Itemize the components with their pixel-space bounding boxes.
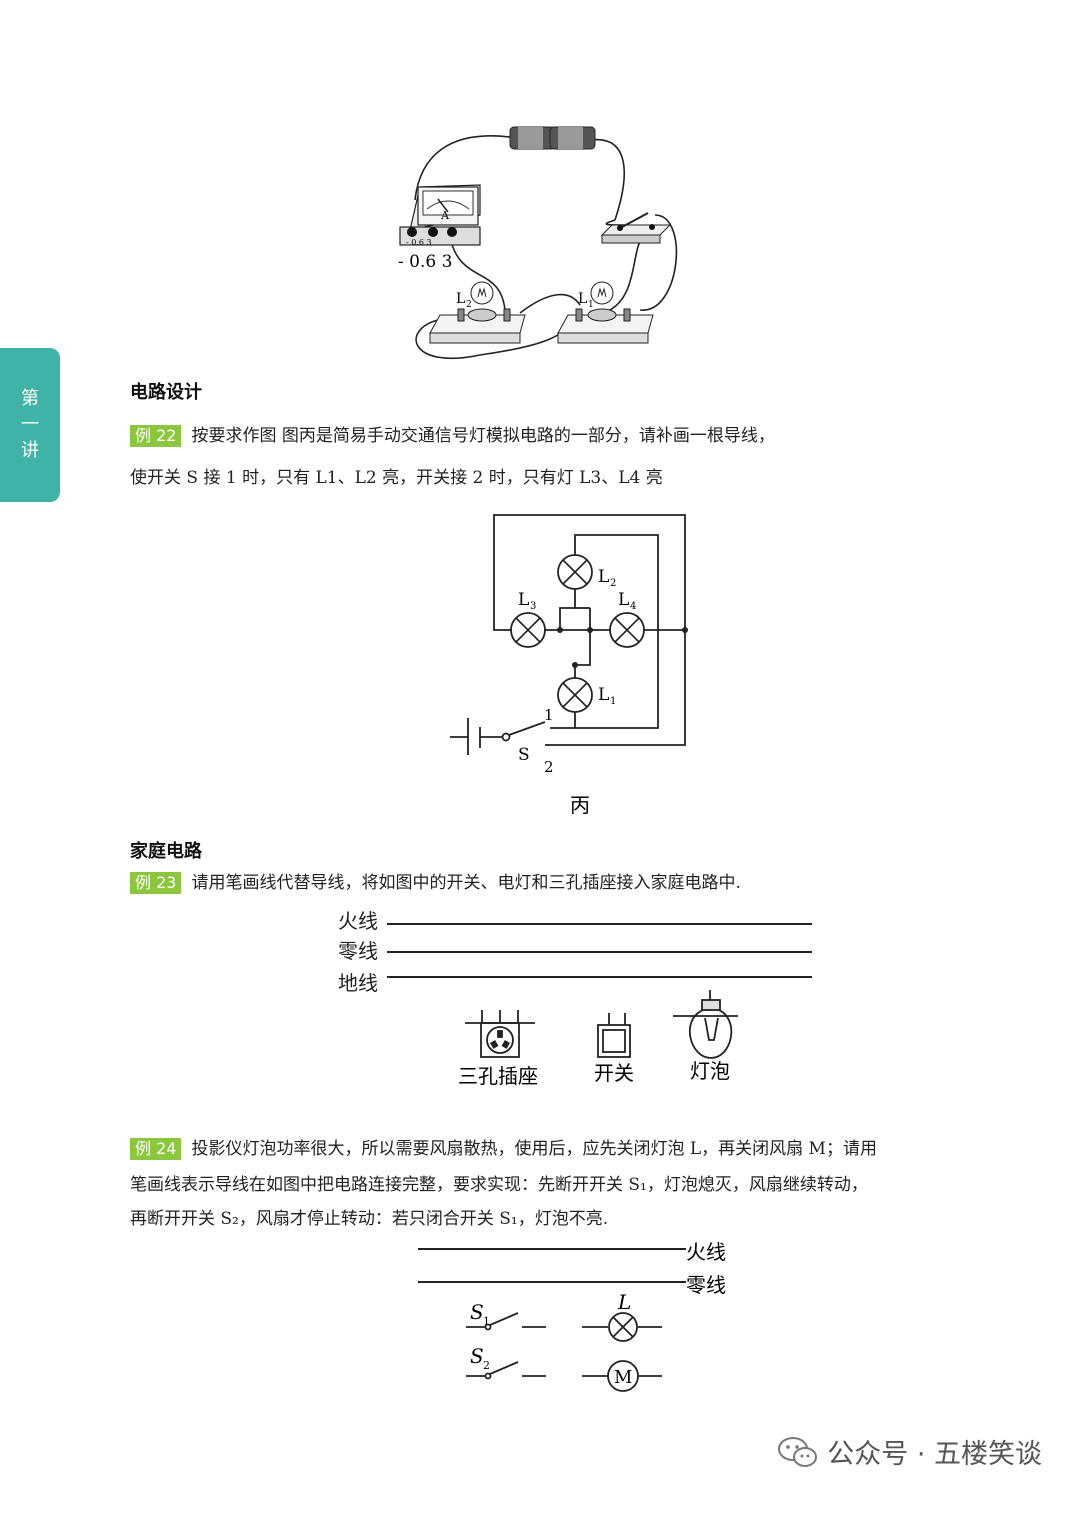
lamp-l-symbol	[582, 1312, 662, 1342]
svg-text:L: L	[578, 291, 587, 307]
example-24-text-1: 投影仪灯泡功率很大，所以需要风扇散热，使用后，应先关闭灯泡 L，再关闭风扇 M；…	[191, 1139, 877, 1159]
wall-switch-icon	[597, 1013, 631, 1058]
svg-text:2: 2	[483, 1359, 490, 1372]
example-22-line-1: 例 22 按要求作图 图丙是简易手动交通信号灯模拟电路的一部分，请补画一根导线，	[130, 425, 775, 447]
watermark-text: 公众号 · 五楼笑谈	[827, 1439, 1042, 1470]
physical-circuit-figure: A - 0.6 3 - 0.6 3 L 2 L 1	[398, 126, 678, 360]
lamp-l1-base: L 1	[557, 281, 654, 344]
switch-label: 开关	[594, 1061, 634, 1085]
section-title-circuit-design: 电路设计	[130, 382, 202, 403]
knife-switch	[600, 212, 672, 244]
svg-text:1: 1	[610, 696, 616, 707]
battery-pack	[509, 126, 596, 150]
svg-text:1: 1	[483, 1315, 490, 1328]
svg-text:L: L	[598, 685, 609, 705]
svg-text:- 0.6 3: - 0.6 3	[406, 238, 432, 247]
example-24-line-1: 例 24 投影仪灯泡功率很大，所以需要风扇散热，使用后，应先关闭灯泡 L，再关闭风…	[130, 1138, 877, 1160]
live-wire-label-24: 火线	[686, 1240, 726, 1264]
motor-label: M	[614, 1367, 632, 1388]
svg-text:S: S	[470, 1344, 484, 1368]
svg-text:4: 4	[630, 601, 636, 612]
socket-label: 三孔插座	[458, 1064, 538, 1088]
lamp-l2-symbol: L 2	[557, 554, 616, 590]
example-23-line-1: 例 23 请用笔画线代替导线，将如图中的开关、电灯和三孔插座接入家庭电路中.	[130, 872, 741, 894]
switch-s1-symbol	[466, 1312, 546, 1331]
switch-pos-1-label: 1	[544, 706, 554, 724]
svg-text:L: L	[618, 590, 629, 610]
section-title-household-circuit: 家庭电路	[130, 841, 202, 862]
example-23-badge: 例 23	[130, 872, 182, 894]
chapter-tab-char-2: 一	[21, 414, 39, 435]
bulb-label: 灯泡	[690, 1059, 730, 1083]
example-22-badge: 例 22	[130, 425, 182, 447]
svg-text:L: L	[518, 590, 529, 610]
switch-s2-symbol	[466, 1361, 546, 1380]
ammeter-scale-label: - 0.6 3	[398, 252, 452, 272]
svg-text:2: 2	[610, 578, 616, 589]
figure-caption-bing: 丙	[570, 793, 590, 817]
switch-s-label: S	[518, 745, 530, 765]
light-bulb-icon	[673, 990, 738, 1059]
chapter-tab-char-3: 讲	[21, 440, 39, 461]
lamp-l1-symbol: L 1	[557, 677, 616, 713]
example-22-line-2: 使开关 S 接 1 时，只有 L1、L2 亮，开关接 2 时，只有灯 L3、L4…	[130, 468, 663, 488]
svg-text:A: A	[440, 209, 450, 222]
svg-text:L: L	[617, 1290, 631, 1314]
svg-text:1: 1	[588, 300, 594, 310]
lamp-l4-symbol: L 4	[609, 590, 645, 648]
neutral-wire-label-24: 零线	[686, 1273, 726, 1297]
example-24-badge: 例 24	[130, 1138, 182, 1160]
lamp-l2-base: L 2	[429, 281, 526, 344]
svg-text:L: L	[598, 567, 609, 587]
wechat-watermark: 公众号 · 五楼笑谈	[777, 1432, 1042, 1471]
svg-text:3: 3	[530, 601, 536, 612]
chapter-side-tab: 第 一 讲	[0, 348, 60, 502]
switch-pos-2-label: 2	[544, 758, 554, 776]
svg-text:L: L	[456, 291, 465, 307]
example-23-text-1: 请用笔画线代替导线，将如图中的开关、电灯和三孔插座接入家庭电路中.	[191, 873, 741, 893]
example-22-text-1: 按要求作图 图丙是简易手动交通信号灯模拟电路的一部分，请补画一根导线，	[191, 426, 775, 446]
example-24-line-3: 再断开开关 S₂，风扇才停止转动：若只闭合开关 S₁，灯泡不亮.	[130, 1209, 609, 1229]
projector-circuit-diagram: 火线 零线 S 1 S 2 L M	[418, 1240, 726, 1392]
wechat-icon	[778, 1436, 818, 1467]
ammeter: A - 0.6 3	[399, 184, 481, 247]
live-wire-label: 火线	[338, 909, 378, 933]
lamp-l3-symbol: L 3	[510, 590, 546, 648]
example-24-line-2: 笔画线表示导线在如图中把电路连接完整，要求实现：先断开开关 S₁，灯泡熄灭，风扇…	[130, 1175, 868, 1195]
chapter-tab-char-1: 第	[21, 388, 39, 409]
motor-m-symbol	[582, 1360, 662, 1392]
traffic-light-circuit-diagram: L 2 L 3 L 4 L 1 1 S 2 丙	[450, 514, 688, 817]
ground-wire-label: 地线	[338, 971, 378, 995]
three-hole-socket-icon	[465, 1010, 535, 1058]
svg-text:2: 2	[466, 300, 472, 310]
neutral-wire-label: 零线	[338, 939, 378, 963]
household-circuit-diagram: 火线 零线 地线 三孔插座 开关 灯泡	[338, 909, 812, 1088]
svg-text:S: S	[470, 1300, 484, 1324]
